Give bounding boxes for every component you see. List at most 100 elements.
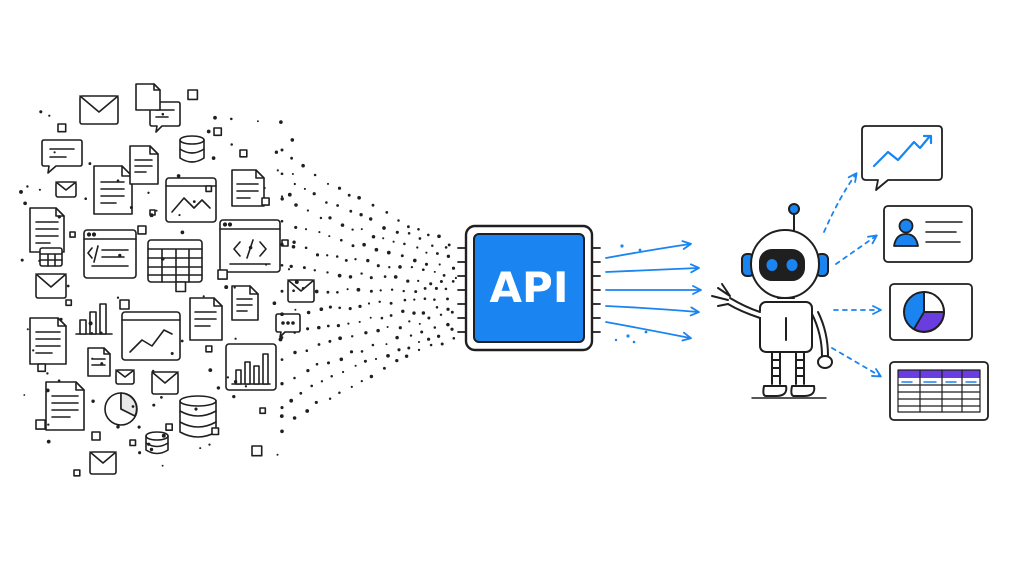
stream-dot <box>357 195 361 200</box>
stream-dot <box>382 237 385 240</box>
stream-dot <box>452 336 456 340</box>
stream-dot <box>425 251 428 254</box>
pie-chart-icon <box>104 392 138 426</box>
stream-dot <box>423 286 427 290</box>
stream-dot <box>390 288 394 291</box>
stream-dot <box>338 336 342 341</box>
stream-dot <box>385 343 388 346</box>
stream-dot <box>313 269 317 272</box>
stream-dot <box>347 193 351 197</box>
arrow-to-trend-chart <box>823 172 858 233</box>
stream-dot <box>233 286 236 289</box>
stream-dot <box>32 349 35 352</box>
stream-dot <box>439 313 443 317</box>
stream-dot <box>304 228 308 231</box>
stream-dot <box>414 290 418 294</box>
stream-dot <box>23 394 26 396</box>
stream-dot <box>23 201 27 206</box>
stream-dot <box>280 382 284 386</box>
database-icon <box>179 135 205 163</box>
document-icon <box>129 145 159 185</box>
stream-dot <box>403 298 407 302</box>
stream-dot <box>224 285 229 290</box>
robot-hand-left <box>711 283 731 307</box>
profile-card-icon <box>883 205 973 263</box>
stream-dot <box>293 376 296 380</box>
stream-dot <box>272 301 277 306</box>
stream-dot <box>366 258 370 263</box>
stream-dot <box>299 391 303 395</box>
stream-dot <box>129 205 133 210</box>
api-box[interactable]: API <box>457 224 601 352</box>
stream-dot <box>280 195 284 198</box>
stream-dot <box>369 374 374 379</box>
stream-dot <box>346 288 349 291</box>
stream-dot <box>337 273 342 278</box>
token-square <box>239 149 248 158</box>
stream-dot <box>349 350 354 354</box>
data-stream-dots <box>19 110 457 467</box>
stream-dot <box>418 237 422 240</box>
stream-dot <box>435 252 439 255</box>
stream-dot <box>402 289 405 293</box>
stream-dot <box>393 275 398 279</box>
stream-dot <box>436 334 441 338</box>
raw-data-cloud <box>29 83 315 477</box>
token-square <box>205 185 213 193</box>
token-square <box>69 231 76 238</box>
database-icon <box>145 431 169 455</box>
stream-dot <box>354 364 357 367</box>
stream-dot <box>338 306 342 310</box>
stream-dot <box>293 350 297 355</box>
stream-dot <box>46 439 51 444</box>
stream-dot <box>351 228 354 231</box>
stream-dot <box>369 289 373 293</box>
stream-dot <box>386 250 391 255</box>
token-square <box>261 197 270 206</box>
arrow <box>605 305 700 317</box>
stream-dot <box>265 263 268 266</box>
stream-dot <box>336 290 339 294</box>
document-icon <box>93 165 133 215</box>
stream-dot <box>38 259 41 262</box>
stream-dot <box>202 295 205 298</box>
stream-dot <box>328 305 332 309</box>
token-square <box>35 419 46 430</box>
stream-dot <box>280 429 284 434</box>
stream-dot <box>279 120 283 124</box>
stream-dot <box>446 254 451 258</box>
stream-dot <box>199 447 202 450</box>
stream-dot <box>99 331 103 335</box>
stream-dot <box>427 316 431 320</box>
stream-dot <box>397 348 401 352</box>
stream-dot <box>369 316 372 319</box>
document-icon <box>29 317 67 365</box>
stream-dot <box>450 327 454 331</box>
stream-dot <box>152 369 155 373</box>
stream-dot <box>26 185 29 188</box>
robot-visor <box>759 249 805 281</box>
stream-dot <box>280 358 284 361</box>
stream-dot <box>320 380 324 383</box>
token-square <box>175 281 187 293</box>
stream-dot <box>349 209 353 213</box>
stream-dot <box>395 335 399 340</box>
stream-dot <box>376 328 380 333</box>
stream-dot <box>451 280 455 283</box>
stream-dot <box>369 276 373 280</box>
stream-dot <box>319 307 324 312</box>
line-chart-icon <box>121 311 181 361</box>
stream-dot <box>88 162 92 166</box>
api-box-fill <box>473 233 585 343</box>
envelope-icon <box>151 371 179 395</box>
stream-dot <box>407 346 411 350</box>
spreadsheet-icon <box>39 247 63 267</box>
robot-assistant[interactable] <box>711 203 833 399</box>
stream-dot <box>290 156 293 160</box>
stream-dot <box>232 394 236 399</box>
profile-avatar-icon <box>898 218 914 234</box>
robot-output-arrows <box>823 172 882 378</box>
stream-dot <box>291 245 296 249</box>
stream-dot <box>301 163 305 168</box>
stream-dot <box>176 174 181 178</box>
